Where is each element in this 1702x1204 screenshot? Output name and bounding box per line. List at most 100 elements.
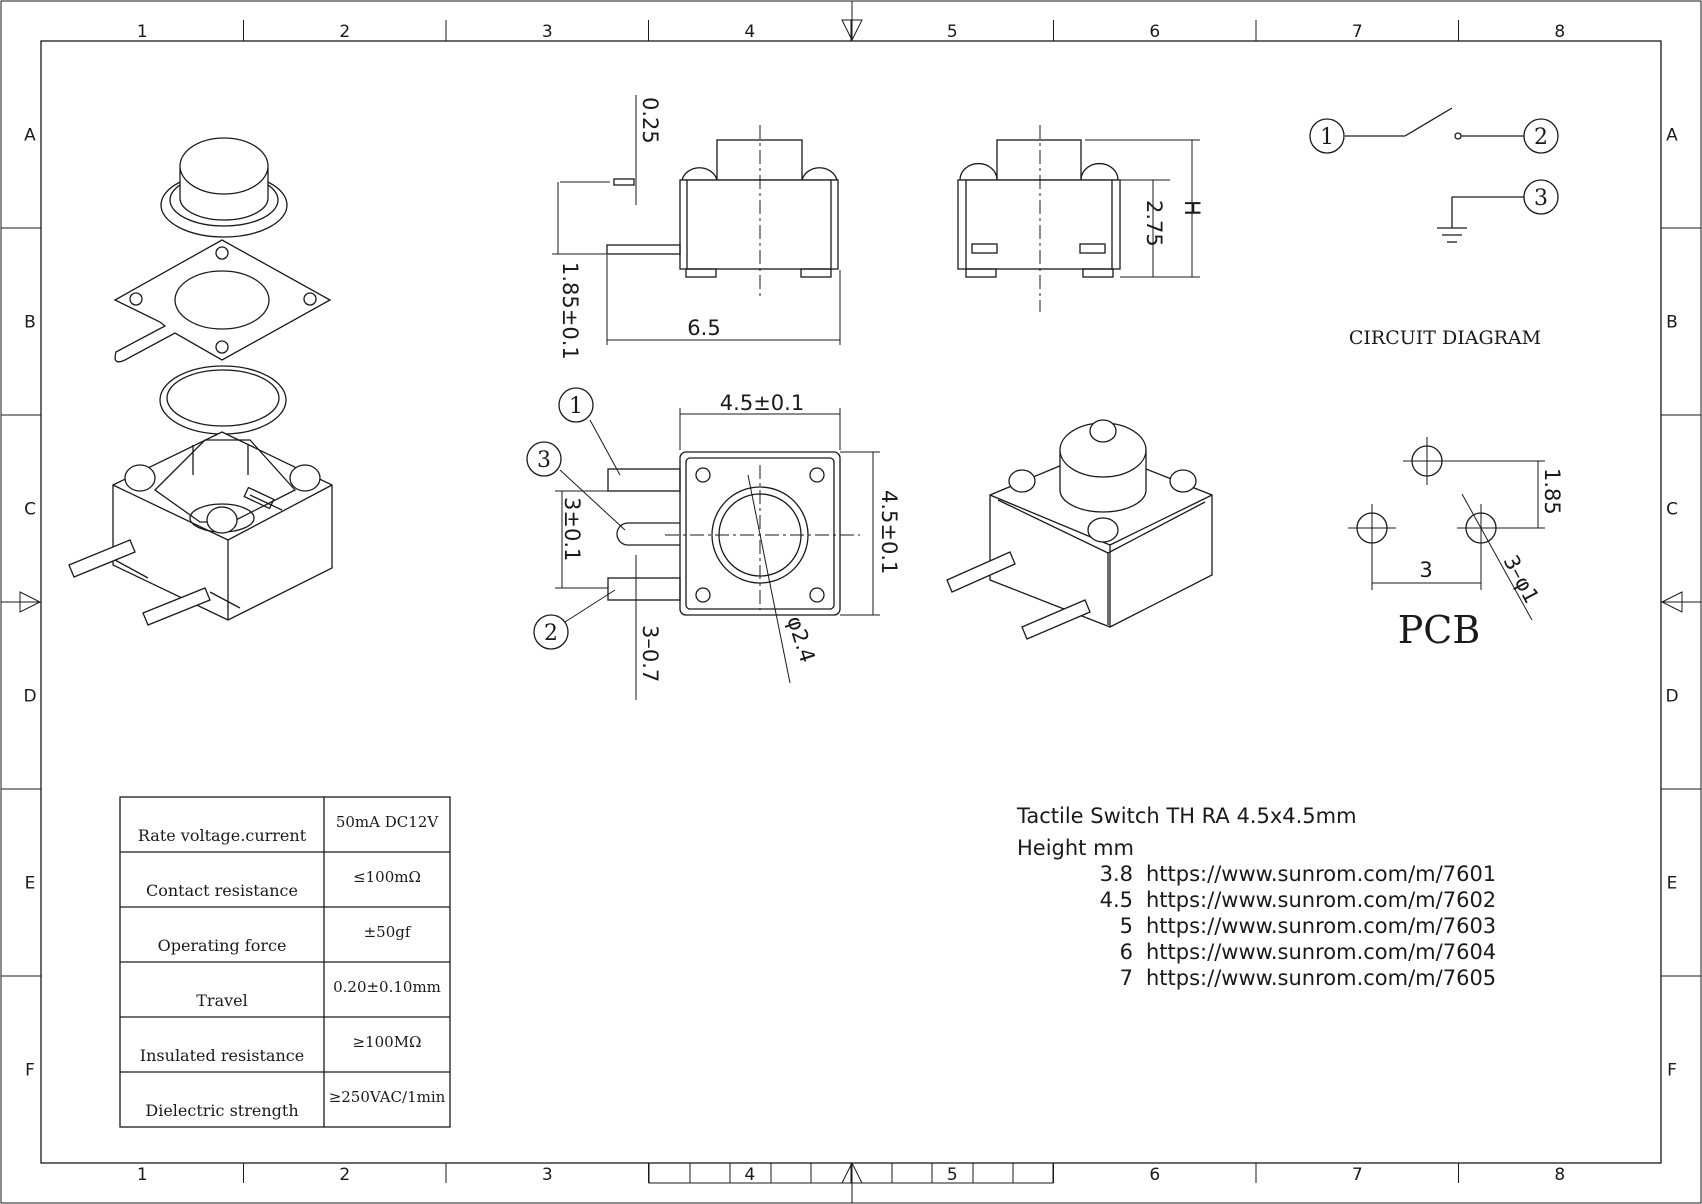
center-mark-top: [841, 1, 863, 42]
frame-row-label-right: C: [1666, 500, 1678, 520]
variant-height: 5: [1120, 914, 1133, 938]
variant-height: 3.8: [1100, 862, 1133, 886]
variant-row: 6 https://www.sunrom.com/m/7604: [1120, 940, 1497, 964]
pin-balloon-1: 1: [558, 387, 621, 476]
variant-height: 7: [1120, 966, 1133, 990]
assembled-isometric-view: [946, 419, 1213, 640]
variant-row: 7 https://www.sunrom.com/m/7605: [1120, 966, 1497, 990]
spec-parameter: Insulated resistance: [140, 1046, 304, 1065]
frame-row-label-right: D: [1665, 687, 1678, 707]
circuit-node-1: 1: [1309, 118, 1345, 154]
variant-row: 3.8 https://www.sunrom.com/m/7601: [1100, 862, 1497, 886]
frame-column-label-top: 8: [1554, 22, 1565, 42]
height-heading: Height mm: [1017, 836, 1134, 860]
frame-column-label-top: 4: [744, 22, 755, 42]
pin-balloon-2: 2: [533, 589, 616, 650]
spec-row: Operating force ±50gf: [158, 923, 412, 955]
dim-body-depth: 4.5±0.1: [877, 490, 901, 574]
frame-column-label-bottom: 1: [137, 1165, 148, 1185]
svg-text:3: 3: [1534, 186, 1548, 211]
frame-column-label-top: 2: [339, 22, 350, 42]
exploded-isometric-view: [68, 137, 333, 626]
variant-height: 4.5: [1100, 888, 1133, 912]
spec-value: ≤100mΩ: [353, 868, 421, 886]
frame-row-label-right: A: [1666, 126, 1678, 146]
spec-value: 0.20±0.10mm: [333, 978, 441, 996]
pcb-layout: 1.85 3 3–φ1 PCB: [1348, 437, 1564, 652]
frame-row-label-right: F: [1667, 1061, 1677, 1081]
frame-column-label-bottom: 5: [947, 1165, 958, 1185]
center-mark-right: [1660, 591, 1701, 613]
top-view: 4.5±0.1 4.5±0.1 3±0.1 3–0.7 φ2.4 1 3 2: [526, 387, 901, 700]
circuit-node-3: 3: [1523, 179, 1559, 215]
product-title: Tactile Switch TH RA 4.5x4.5mm: [1016, 804, 1357, 828]
circuit-diagram: 1 2 3 CIRCUIT DIAGRAM: [1309, 107, 1559, 349]
circuit-diagram-label: CIRCUIT DIAGRAM: [1349, 327, 1541, 349]
spec-parameter: Dielectric strength: [145, 1101, 298, 1120]
spec-value: ≥100MΩ: [353, 1033, 422, 1051]
spec-value: ±50gf: [364, 923, 412, 941]
variant-link[interactable]: https://www.sunrom.com/m/7601: [1146, 862, 1496, 886]
frame-row-label-left: B: [24, 313, 36, 333]
frame-column-label-bottom: 6: [1149, 1165, 1160, 1185]
front-view: 0.25 1.85±0.1 6.5: [552, 95, 841, 360]
variant-row: 5 https://www.sunrom.com/m/7603: [1120, 914, 1497, 938]
pcb-dim-hole: 3–φ1: [1499, 551, 1544, 607]
frame-column-label-top: 3: [542, 22, 553, 42]
spec-parameter: Travel: [196, 991, 247, 1010]
variant-height: 6: [1120, 940, 1133, 964]
frame-row-label-left: C: [24, 500, 36, 520]
dim-body-height: 2.75: [1142, 200, 1166, 247]
spec-value: 50mA DC12V: [336, 813, 440, 831]
frame-column-label-bottom: 3: [542, 1165, 553, 1185]
dim-actuator-diameter: φ2.4: [782, 613, 819, 665]
spec-parameter: Rate voltage.current: [138, 826, 307, 845]
spec-table: Rate voltage.current 50mA DC12V Contact re…: [119, 796, 451, 1128]
frame-column-label-top: 1: [137, 22, 148, 42]
frame-row-label-left: A: [24, 126, 36, 146]
frame-column-label-bottom: 2: [339, 1165, 350, 1185]
spec-parameter: Operating force: [158, 936, 287, 955]
product-info: Tactile Switch TH RA 4.5x4.5mm Height mm…: [1016, 804, 1496, 990]
variant-row: 4.5 https://www.sunrom.com/m/7602: [1100, 888, 1497, 912]
frame-column-label-top: 5: [947, 22, 958, 42]
spec-row: Contact resistance ≤100mΩ: [146, 868, 421, 900]
bottom-scale-bar: [648, 1162, 1054, 1184]
side-view: 2.75 H: [957, 125, 1204, 312]
pcb-dim-vertical: 1.85: [1540, 468, 1564, 515]
pcb-dim-horizontal: 3: [1419, 558, 1432, 582]
pin-balloon-3: 3: [526, 441, 626, 531]
spec-row: Rate voltage.current 50mA DC12V: [138, 813, 439, 845]
variant-link[interactable]: https://www.sunrom.com/m/7603: [1146, 914, 1496, 938]
dim-total-height: H: [1180, 200, 1204, 216]
dim-body-width: 4.5±0.1: [720, 391, 804, 415]
pcb-label: PCB: [1398, 608, 1481, 652]
frame-row-label-right: E: [1667, 874, 1678, 894]
spec-value: ≥250VAC/1min: [329, 1088, 446, 1106]
svg-text:1: 1: [1320, 125, 1334, 150]
svg-text:3: 3: [537, 448, 551, 473]
spec-row: Travel 0.20±0.10mm: [196, 978, 441, 1010]
frame-column-label-top: 6: [1149, 22, 1160, 42]
frame-column-label-bottom: 4: [744, 1165, 755, 1185]
frame-row-label-left: D: [23, 687, 36, 707]
frame-row-label-left: F: [25, 1061, 35, 1081]
spec-parameter: Contact resistance: [146, 881, 298, 900]
center-mark-left: [1, 591, 42, 613]
spec-row: Dielectric strength ≥250VAC/1min: [145, 1088, 445, 1120]
dim-overall-length: 6.5: [687, 316, 720, 340]
dim-lead-height: 1.85±0.1: [558, 262, 582, 360]
svg-text:2: 2: [1534, 125, 1548, 150]
frame-column-label-top: 7: [1352, 22, 1363, 42]
variant-link[interactable]: https://www.sunrom.com/m/7602: [1146, 888, 1496, 912]
circuit-node-2: 2: [1523, 118, 1559, 154]
svg-text:1: 1: [569, 394, 583, 419]
variant-link[interactable]: https://www.sunrom.com/m/7604: [1146, 940, 1496, 964]
frame-row-label-left: E: [25, 874, 36, 894]
dim-pin-width: 3–0.7: [638, 625, 662, 682]
dim-pin-spacing: 3±0.1: [560, 497, 584, 561]
spec-row: Insulated resistance ≥100MΩ: [140, 1033, 422, 1065]
variant-link[interactable]: https://www.sunrom.com/m/7605: [1146, 966, 1496, 990]
